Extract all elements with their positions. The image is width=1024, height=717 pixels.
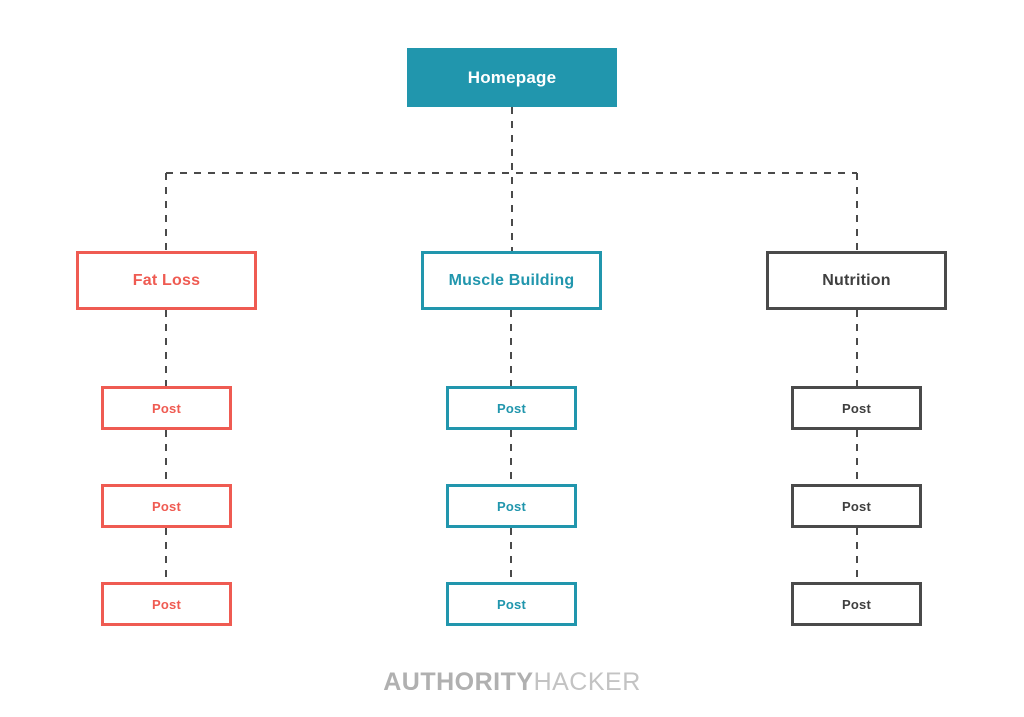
brand-logo-primary: AUTHORITY	[383, 668, 534, 696]
node-homepage[interactable]: Homepage	[407, 48, 617, 107]
node-post-nutrition-2-label: Post	[842, 498, 871, 514]
node-category-muscle-building-label: Muscle Building	[448, 271, 575, 289]
brand-logo: AUTHORITYHACKER	[0, 668, 1024, 697]
node-category-fat-loss[interactable]: Fat Loss	[76, 251, 257, 310]
node-post-fat-loss-3[interactable]: Post	[101, 582, 232, 626]
node-homepage-label: Homepage	[467, 67, 557, 87]
node-post-muscle-building-3[interactable]: Post	[446, 582, 577, 626]
node-category-muscle-building[interactable]: Muscle Building	[421, 251, 602, 310]
node-post-nutrition-2[interactable]: Post	[791, 484, 922, 528]
node-post-nutrition-1[interactable]: Post	[791, 386, 922, 430]
node-post-nutrition-3-label: Post	[842, 596, 871, 612]
node-category-nutrition[interactable]: Nutrition	[766, 251, 947, 310]
node-category-nutrition-label: Nutrition	[822, 271, 891, 289]
node-post-nutrition-3[interactable]: Post	[791, 582, 922, 626]
node-post-fat-loss-3-label: Post	[152, 596, 181, 612]
node-post-nutrition-1-label: Post	[842, 400, 871, 416]
node-category-fat-loss-label: Fat Loss	[132, 271, 201, 289]
brand-logo-secondary: HACKER	[533, 668, 641, 696]
node-post-muscle-building-1[interactable]: Post	[446, 386, 577, 430]
node-post-muscle-building-1-label: Post	[497, 400, 526, 416]
node-post-fat-loss-1[interactable]: Post	[101, 386, 232, 430]
node-post-muscle-building-2[interactable]: Post	[446, 484, 577, 528]
node-post-muscle-building-3-label: Post	[497, 596, 526, 612]
node-post-muscle-building-2-label: Post	[497, 498, 526, 514]
node-post-fat-loss-2-label: Post	[152, 498, 181, 514]
node-post-fat-loss-1-label: Post	[152, 400, 181, 416]
node-post-fat-loss-2[interactable]: Post	[101, 484, 232, 528]
